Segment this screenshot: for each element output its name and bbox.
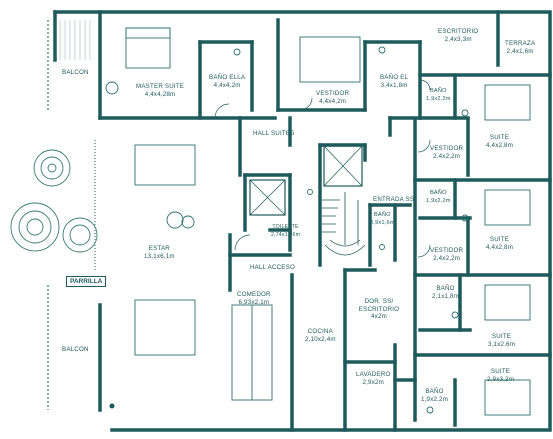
compass-dot (109, 403, 115, 409)
suite-1-bed (484, 84, 531, 121)
walls (53, 10, 552, 432)
balcon-top-label: BALCON (62, 69, 89, 76)
parrilla-label: PARRILLA (66, 276, 107, 287)
suite-3-bed (484, 284, 531, 321)
sofa-bottom (134, 299, 196, 356)
hall-acceso-label: HALL ACCESO (250, 264, 295, 271)
entrada-ss-label: ENTRADA SS (373, 196, 415, 203)
suite-2-bed (484, 189, 531, 226)
furniture (105, 27, 531, 416)
door-swings (214, 79, 431, 258)
suite-4-bed (484, 379, 531, 416)
master-bed (125, 27, 171, 69)
wardrobe-island (299, 36, 361, 83)
greenery (10, 20, 98, 253)
hall-suites-label: HALL SUITES (253, 130, 295, 137)
sofa-top (134, 144, 196, 186)
elevator-top (323, 145, 363, 187)
balcony-hatch (47, 20, 96, 410)
elevator-bottom (249, 179, 286, 216)
elevators (249, 145, 363, 216)
balcon-bottom-label: BALCON (62, 346, 89, 353)
staircase (322, 192, 366, 256)
